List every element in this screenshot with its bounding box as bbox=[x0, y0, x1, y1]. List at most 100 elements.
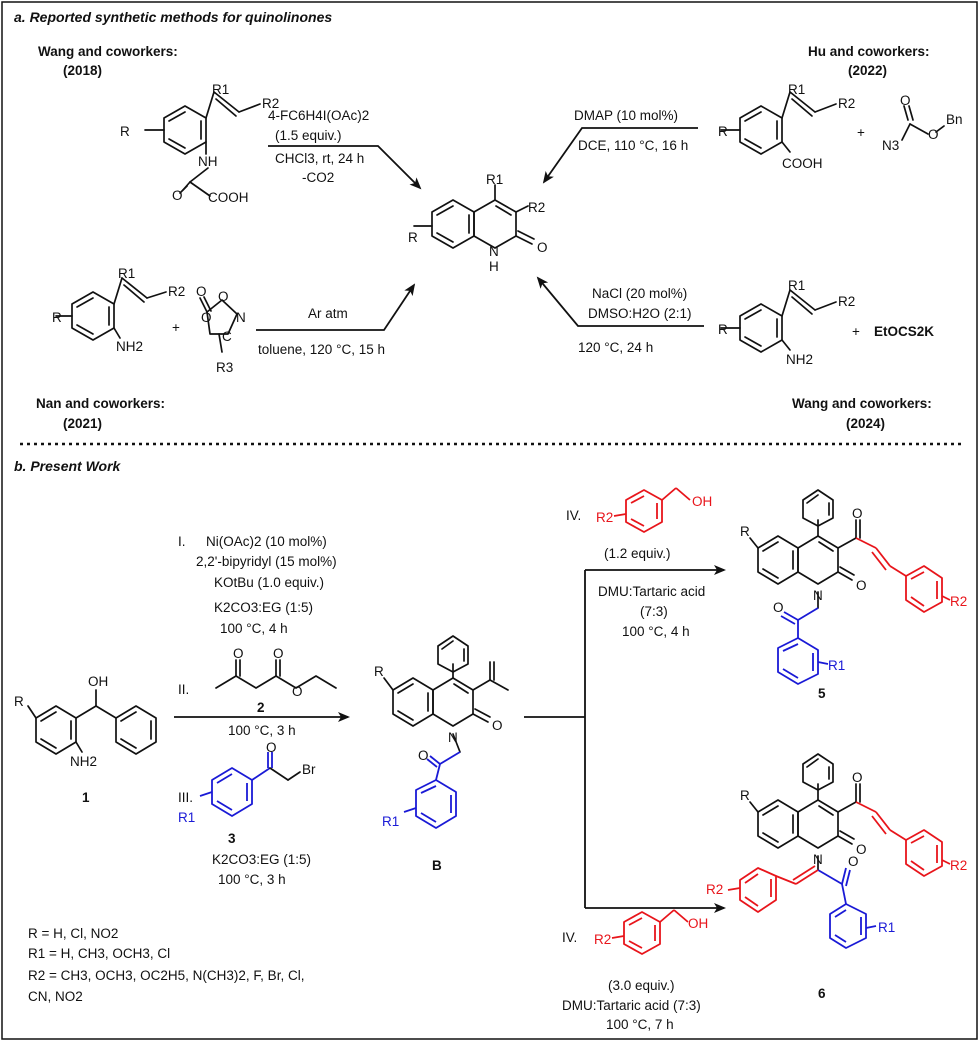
nan2021-o2: O bbox=[218, 289, 229, 304]
hu2022-substrate bbox=[720, 91, 945, 155]
p5-o1: O bbox=[852, 506, 863, 521]
step1-line3: KOtBu (1.0 equiv.) bbox=[214, 575, 324, 590]
wang2018-cond2: (1.5 equiv.) bbox=[275, 128, 342, 143]
step3-num: III. bbox=[178, 790, 193, 805]
b-n: N bbox=[448, 730, 458, 745]
ethyl-acetoacetate-structure bbox=[215, 659, 337, 689]
wang2024-r2: R2 bbox=[838, 294, 855, 309]
step3-compound: 3 bbox=[228, 831, 236, 846]
p6-label: 6 bbox=[818, 986, 826, 1001]
lower-solvent: DMU:Tartaric acid (7:3) bbox=[562, 998, 701, 1013]
p6-o1: O bbox=[852, 770, 863, 785]
step2-o1: O bbox=[233, 646, 244, 661]
sm-oh: OH bbox=[88, 674, 108, 689]
step2-compound: 2 bbox=[257, 700, 265, 715]
upper-r2: R2 bbox=[596, 510, 613, 525]
lower-cond: 100 °C, 7 h bbox=[606, 1017, 674, 1032]
b-o1: O bbox=[492, 718, 503, 733]
lower-benzyl-alcohol bbox=[611, 909, 689, 955]
product-r: R bbox=[408, 230, 418, 245]
upper-cond: 100 °C, 4 h bbox=[622, 624, 690, 639]
nan2021-arrow bbox=[256, 283, 416, 331]
upper-num: IV. bbox=[566, 508, 581, 523]
nan2021-r1: R1 bbox=[118, 266, 135, 281]
sm-nh2: NH2 bbox=[70, 754, 97, 769]
wang2018-nh: NH bbox=[198, 154, 218, 169]
product-h: H bbox=[489, 259, 499, 274]
panel-a-heading: a. Reported synthetic methods for quinol… bbox=[14, 9, 332, 25]
product-n: N bbox=[489, 244, 499, 259]
wang2018-r2: R2 bbox=[262, 96, 279, 111]
wang2018-cooh: COOH bbox=[208, 190, 249, 205]
p6-o2: O bbox=[856, 842, 867, 857]
wang2024-substrate bbox=[720, 289, 837, 353]
step1-line2: 2,2'-bipyridyl (15 mol%) bbox=[196, 554, 337, 569]
lower-equiv: (3.0 equiv.) bbox=[608, 978, 675, 993]
product-5 bbox=[749, 489, 951, 685]
wang2018-substrate bbox=[144, 91, 261, 197]
upper-equiv: (1.2 equiv.) bbox=[604, 546, 671, 561]
quinolinone-product bbox=[413, 184, 535, 249]
hu2022-o1: O bbox=[900, 93, 911, 108]
sm-label: 1 bbox=[82, 790, 90, 805]
p5-o2: O bbox=[856, 578, 867, 593]
p6-r2-right: R2 bbox=[950, 858, 967, 873]
upper-ratio: (7:3) bbox=[640, 604, 668, 619]
p5-label: 5 bbox=[818, 686, 826, 701]
step3-br: Br bbox=[302, 762, 316, 777]
wang2018-arrow bbox=[268, 145, 422, 190]
upper-solvent: DMU:Tartaric acid bbox=[598, 584, 705, 599]
nan2021-substrate bbox=[55, 277, 238, 353]
legend-r1: R1 = H, CH3, OCH3, Cl bbox=[28, 946, 170, 961]
wang2024-reagent: EtOCS2K bbox=[874, 324, 934, 339]
wang2018-cond4: -CO2 bbox=[302, 170, 334, 185]
hu2022-r2: R2 bbox=[838, 96, 855, 111]
lower-r2: R2 bbox=[594, 932, 611, 947]
phenacyl-bromide-structure bbox=[199, 752, 301, 817]
nan2021-cond2: toluene, 120 °C, 15 h bbox=[258, 342, 385, 357]
step2-o2: O bbox=[273, 646, 284, 661]
nan2021-o3: O bbox=[201, 310, 212, 325]
wang2018-year: (2018) bbox=[63, 63, 102, 78]
hu2022-bn: Bn bbox=[946, 112, 963, 127]
step3-r1: R1 bbox=[178, 810, 195, 825]
step1-line1: Ni(OAc)2 (10 mol%) bbox=[206, 534, 327, 549]
wang2024-arrow bbox=[536, 276, 704, 327]
product-o: O bbox=[537, 240, 548, 255]
wang2024-cond3: 120 °C, 24 h bbox=[578, 340, 653, 355]
nan2021-c: C bbox=[222, 329, 232, 344]
step2-o3: O bbox=[292, 684, 303, 699]
nan2021-n: N bbox=[236, 310, 246, 325]
lower-oh: OH bbox=[688, 916, 708, 931]
p6-n: N bbox=[813, 852, 823, 867]
upper-benzyl-alcohol bbox=[613, 487, 691, 533]
panel-b-heading: b. Present Work bbox=[14, 458, 122, 474]
step3-line1: K2CO3:EG (1:5) bbox=[212, 852, 311, 867]
hu2022-cooh: COOH bbox=[782, 156, 823, 171]
hu2022-plus: + bbox=[857, 125, 865, 140]
hu2022-authors: Hu and coworkers: bbox=[808, 44, 930, 59]
nan2021-r2: R2 bbox=[168, 284, 185, 299]
wang2024-r1: R1 bbox=[788, 278, 805, 293]
legend-r2: R2 = CH3, OCH3, OC2H5, N(CH3)2, F, Br, C… bbox=[28, 968, 304, 983]
step3-line2: 100 °C, 3 h bbox=[218, 872, 286, 887]
step1-line4: K2CO3:EG (1:5) bbox=[214, 600, 313, 615]
b-r: R bbox=[374, 664, 384, 679]
nan2021-o1: O bbox=[196, 284, 207, 299]
hu2022-cond2: DCE, 110 °C, 16 h bbox=[578, 138, 688, 153]
p6-r2-left: R2 bbox=[706, 882, 723, 897]
wang2024-plus: + bbox=[852, 324, 860, 339]
step2-num: II. bbox=[178, 682, 189, 697]
step2-cond: 100 °C, 3 h bbox=[228, 723, 296, 738]
hu2022-year: (2022) bbox=[848, 63, 887, 78]
p5-r: R bbox=[740, 524, 750, 539]
step1-line5: 100 °C, 4 h bbox=[220, 621, 288, 636]
nan2021-year: (2021) bbox=[63, 416, 102, 431]
hu2022-r1: R1 bbox=[788, 82, 805, 97]
nan2021-cond1: Ar atm bbox=[308, 306, 348, 321]
hu2022-r: R bbox=[718, 124, 728, 139]
p6-r1: R1 bbox=[878, 920, 895, 935]
b-label: B bbox=[432, 858, 442, 873]
lower-num: IV. bbox=[562, 930, 577, 945]
